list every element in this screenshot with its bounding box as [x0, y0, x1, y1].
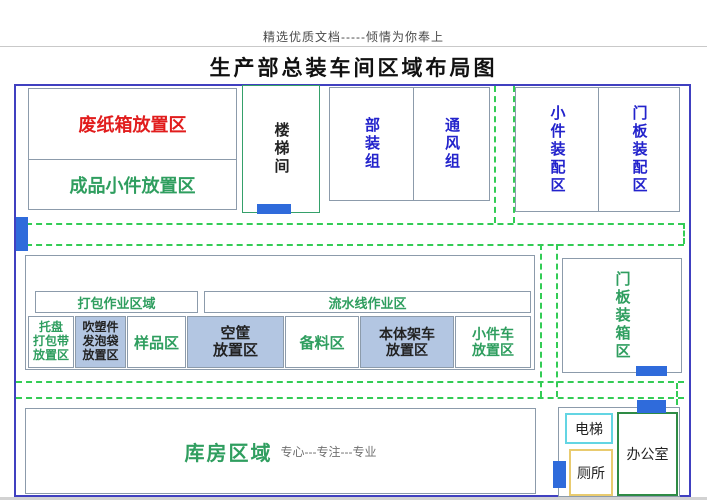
zone-ventilation-label: 通风组: [443, 117, 460, 171]
header-note: 精选优质文档-----倾情为你奉上: [263, 30, 444, 44]
zone-door-panel-assembly: 门板装配区: [599, 88, 679, 211]
zone-warehouse-label: 库房区域: [184, 442, 273, 465]
zone-body-rack: 本体架车 放置区: [360, 316, 454, 368]
zone-assembly-areas: 小件装配区 门板装配区: [515, 87, 680, 212]
zone-waste-carton-label: 废纸箱放置区: [78, 115, 187, 135]
zone-warehouse: 库房区域 专心---专注---专业: [25, 408, 536, 494]
zone-stairwell: 楼梯间: [242, 85, 320, 213]
zone-packing-operation: 打包作业区域: [35, 291, 198, 313]
aisle-line-upper-vertical-a: [494, 86, 496, 223]
door-marker-office: [637, 400, 666, 413]
door-marker-west-aisle: [16, 217, 28, 251]
aisle-line-bottom-a: [16, 381, 684, 383]
zone-small-parts-assembly-label: 小件装配区: [548, 104, 566, 195]
zone-office-label: 办公室: [626, 446, 669, 462]
aisle-line-right-connector: [683, 223, 685, 244]
aisle-line-top-b: [16, 244, 684, 246]
zone-ventilation: 通风组: [414, 88, 489, 200]
zone-assembly-line-label: 流水线作业区: [328, 295, 407, 311]
zone-toilet: 厕所: [569, 449, 613, 496]
aisle-line-mid-vertical-b: [556, 244, 558, 397]
door-marker-toilet: [553, 461, 566, 488]
zone-sample-label: 样品区: [133, 334, 179, 352]
door-marker-stairwell: [257, 204, 291, 214]
zone-storage-stack: 废纸箱放置区 成品小件放置区: [28, 88, 237, 210]
aisle-line-mid-vertical-a: [540, 244, 542, 397]
zone-small-parts-assembly: 小件装配区: [516, 88, 599, 211]
zone-empty-basket-label: 空筐 放置区: [212, 324, 258, 359]
zone-elevator: 电梯: [565, 413, 613, 444]
zone-toilet-label: 厕所: [577, 464, 605, 481]
aisle-line-bottom-right-connector: [676, 383, 678, 405]
aisle-line-upper-vertical-b: [513, 86, 515, 223]
zone-finished-small-parts-label: 成品小件放置区: [69, 176, 196, 196]
warehouse-watermark-text: 专心---专注---专业: [280, 444, 377, 459]
zone-small-parts-cart-label: 小件车 放置区: [472, 325, 514, 358]
zone-door-panel-assembly-label: 门板装配区: [630, 104, 648, 195]
zone-door-panel-boxing: 门板装箱区: [562, 258, 682, 373]
header-divider: [0, 46, 707, 47]
zone-sub-assembly: 部装组: [330, 88, 414, 200]
zone-elevator-label: 电梯: [575, 420, 603, 437]
aisle-line-bottom-b: [16, 397, 684, 399]
zone-sample: 样品区: [127, 316, 186, 368]
page-bottom-edge: [0, 497, 707, 500]
zone-waste-carton: 废纸箱放置区: [29, 89, 236, 160]
zone-empty-basket: 空筐 放置区: [187, 316, 284, 368]
zone-office: 办公室: [617, 412, 678, 496]
aisle-line-top-a: [16, 223, 684, 225]
zone-stairwell-label: 楼梯间: [272, 122, 290, 176]
zone-assembly-line: 流水线作业区: [204, 291, 531, 313]
zone-small-parts-cart: 小件车 放置区: [455, 316, 531, 368]
zone-sub-assembly-label: 部装组: [363, 117, 380, 171]
zone-door-panel-boxing-label: 门板装箱区: [613, 270, 631, 361]
zone-material-prep: 备料区: [285, 316, 359, 368]
page-title: 生产部总装车间区域布局图: [209, 56, 498, 80]
zone-material-prep-label: 备料区: [299, 334, 345, 352]
zone-packing-operation-label: 打包作业区域: [77, 295, 156, 311]
zone-pallet-strap-label: 托盘 打包带 放置区: [32, 320, 69, 362]
zone-finished-small-parts: 成品小件放置区: [29, 160, 236, 210]
zone-blow-molding-foam-label: 吹塑件 发泡袋 放置区: [82, 320, 119, 362]
zone-body-rack-label: 本体架车 放置区: [379, 325, 435, 358]
door-marker-boxing-zone: [636, 366, 667, 376]
zone-assembly-groups: 部装组 通风组: [329, 87, 490, 201]
zone-pallet-strap: 托盘 打包带 放置区: [28, 316, 74, 368]
zone-blow-molding-foam: 吹塑件 发泡袋 放置区: [75, 316, 126, 368]
